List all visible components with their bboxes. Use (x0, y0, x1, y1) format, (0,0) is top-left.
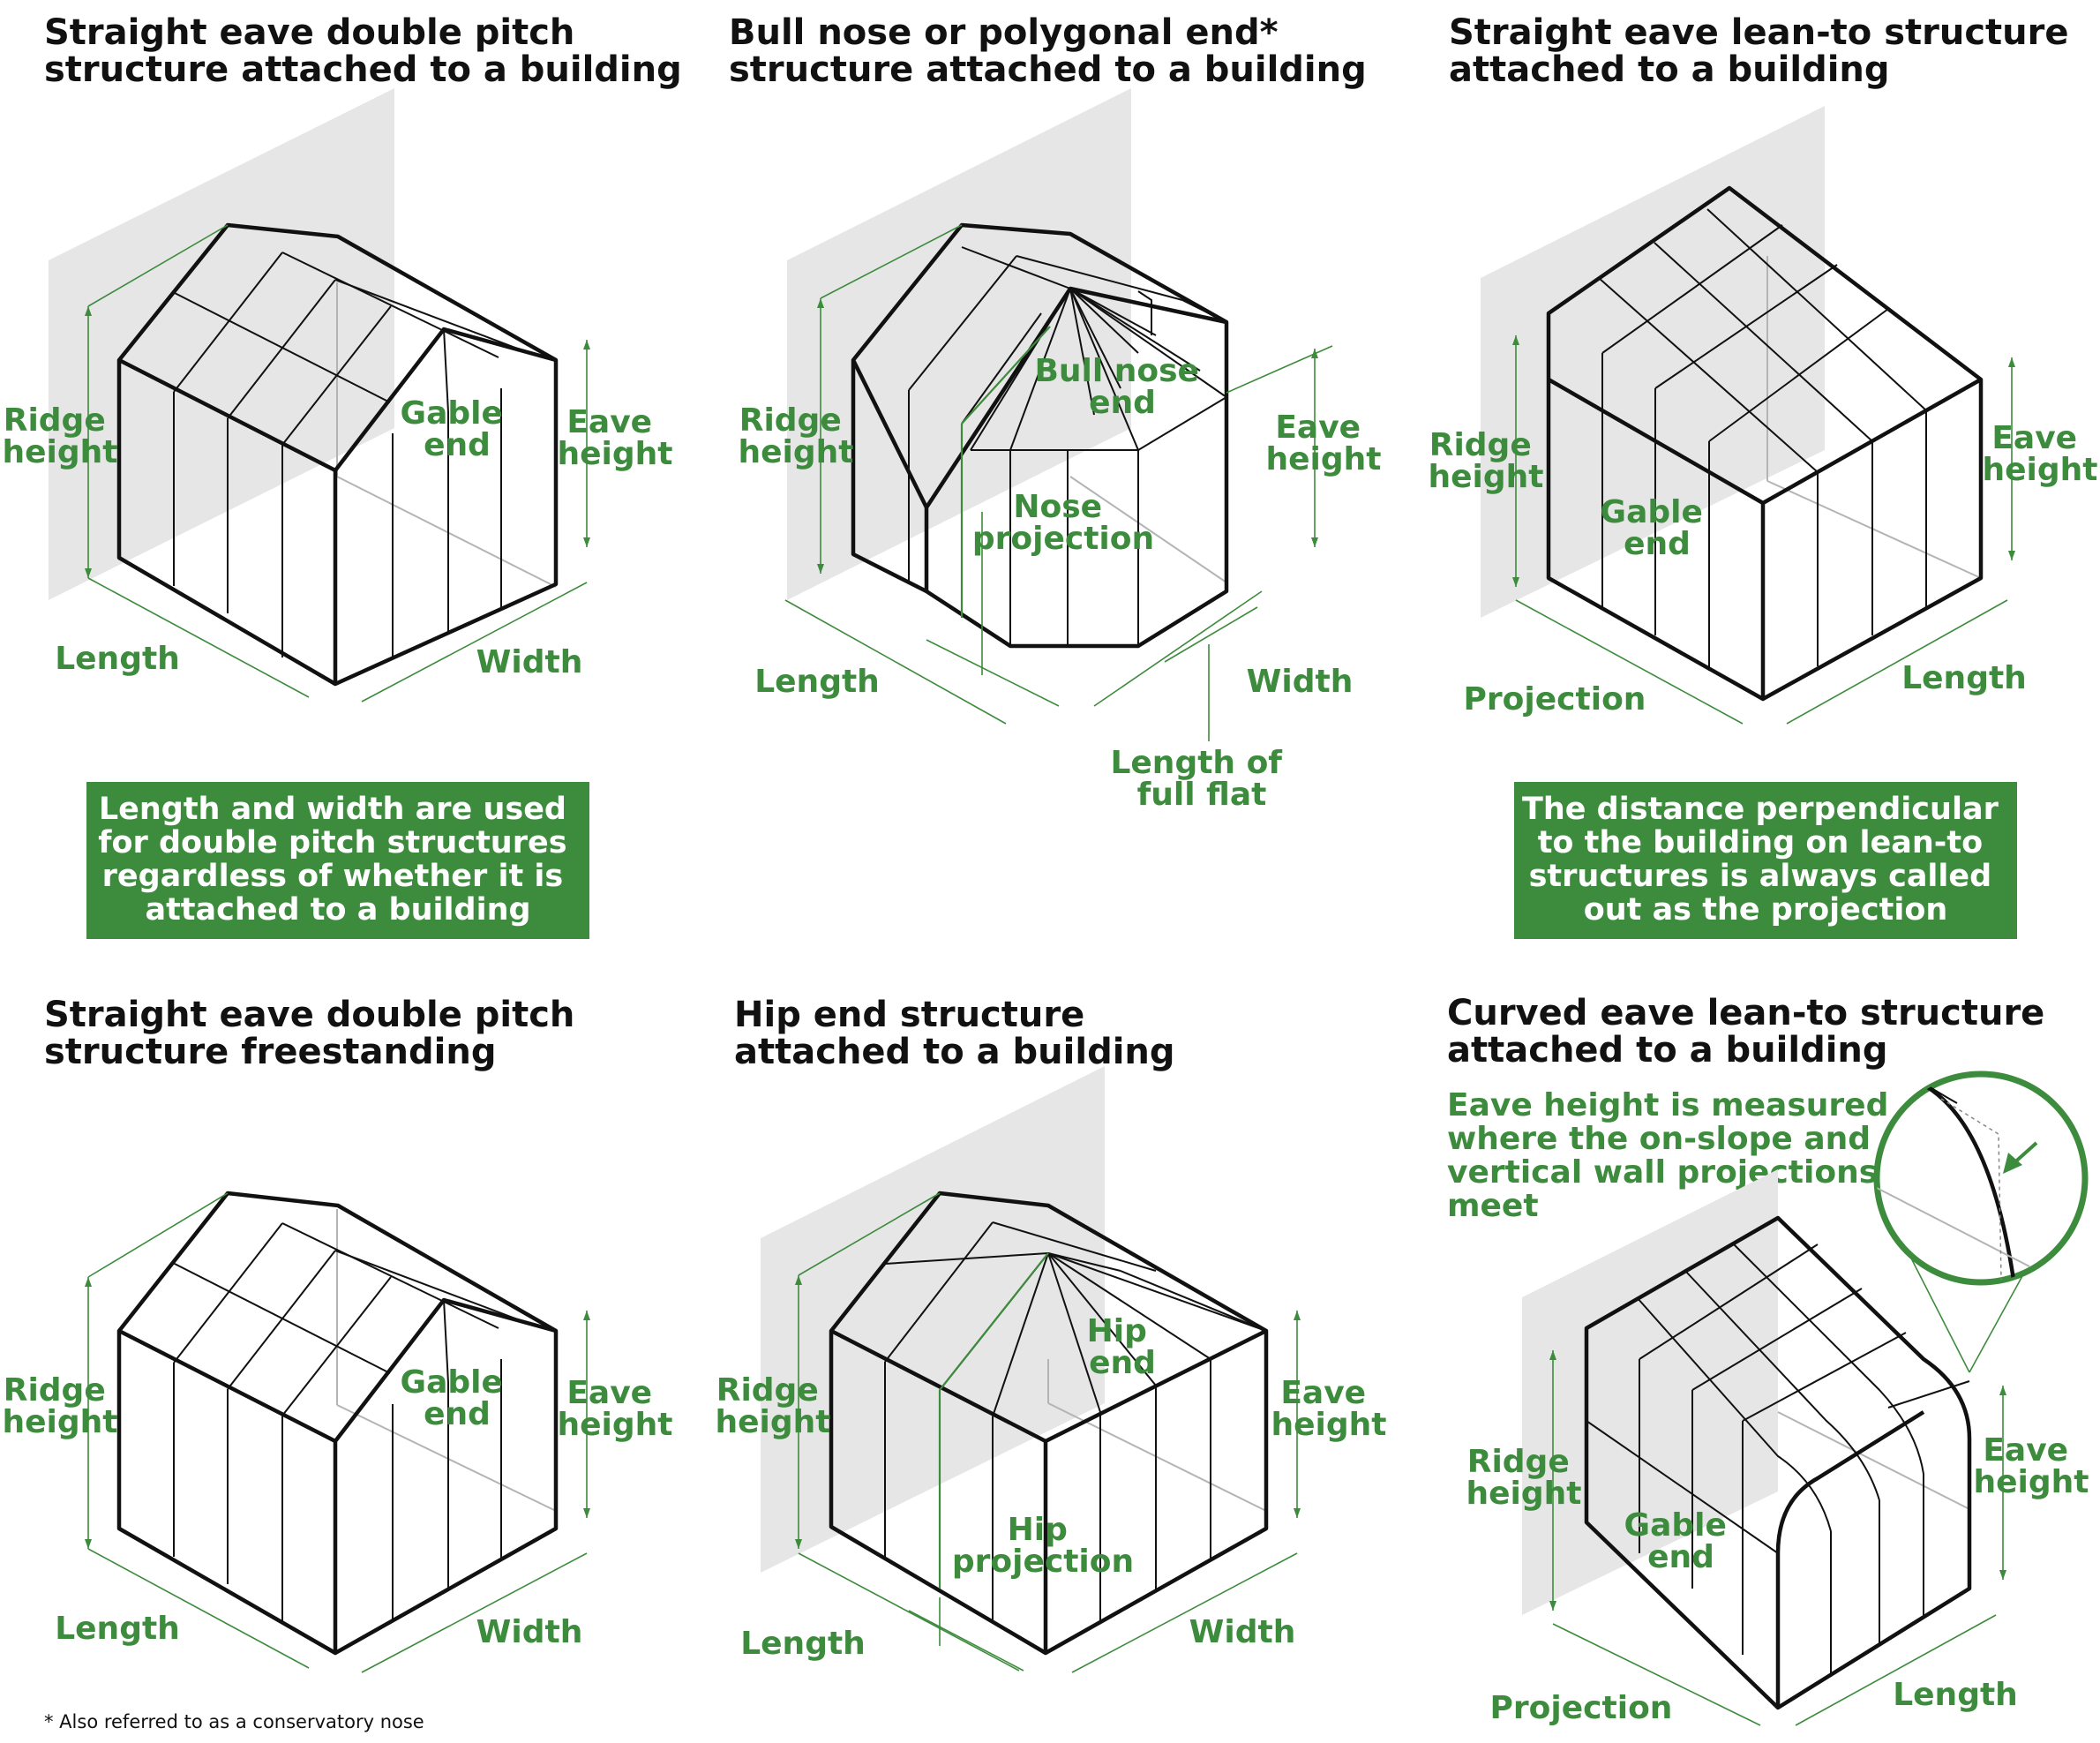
building-wall (49, 88, 394, 600)
greenhouse-frame (116, 1191, 559, 1656)
panel-title: Straight eave double pitch structure att… (44, 12, 682, 90)
ridge-height-label: Ridge height (1466, 1444, 1582, 1512)
eave-height-label: Eave height (1271, 1375, 1387, 1443)
dimension-arrowheads (85, 298, 2015, 1611)
gable-end-label: Gable end (1624, 1507, 1738, 1575)
hip-projection-label: Hip projection (952, 1512, 1134, 1580)
panel-title: Hip end structure attached to a building (734, 995, 1175, 1072)
dimension-lines (1552, 1230, 2048, 1726)
dimension-lines (87, 1192, 588, 1673)
ridge-height-label: Ridge height (739, 402, 854, 470)
eave-height-label: Eave height (558, 404, 673, 472)
gable-end-label: Gable end (401, 395, 514, 463)
width-label: Width (476, 644, 583, 680)
panel-double-pitch-attached: Straight eave double pitch structure att… (3, 12, 682, 939)
eave-height-label: Eave height (1266, 409, 1382, 477)
hip-end-label: Hip end (1087, 1313, 1159, 1381)
ridge-height-label: Ridge height (3, 1372, 118, 1440)
ridge-height-label: Ridge height (716, 1372, 831, 1440)
length-label: Length (1893, 1677, 2018, 1713)
ridge-height-label: Ridge height (1429, 427, 1544, 495)
eave-height-note: Eave height is measured where the on-slo… (1447, 1087, 1900, 1224)
greenhouse-frame (1584, 1215, 1972, 1710)
building-wall (787, 88, 1131, 600)
panel-double-pitch-freestanding: Straight eave double pitch structure fre… (3, 995, 673, 1732)
bull-nose-end-label: Bull nose end (1034, 353, 1210, 421)
nose-projection-label: Nose projection (972, 489, 1154, 557)
eave-height-label: Eave height (1974, 1432, 2089, 1500)
length-of-full-flat-label: Length of full flat (1110, 745, 1293, 813)
ghost-lines (1766, 256, 1982, 579)
width-label: Width (1189, 1614, 1296, 1650)
ghost-lines (1069, 476, 1227, 583)
ghost-lines (336, 282, 557, 588)
note-box-text: The distance perpendicular to the buildi… (1522, 792, 2009, 928)
eave-height-label: Eave height (1983, 420, 2098, 488)
dimension-lines (784, 224, 1333, 741)
panel-title: Straight eave lean-to structure attached… (1449, 12, 2081, 90)
dimension-lines (1515, 335, 2013, 725)
panel-lean-to-attached: Straight eave lean-to structure attached… (1429, 12, 2098, 939)
length-label: Length (55, 641, 180, 677)
dimension-lines (87, 224, 588, 702)
greenhouse-frame (829, 1191, 1269, 1656)
panel-curved-lean-to-attached: Curved eave lean-to structure attached t… (1447, 993, 2089, 1726)
width-label: Width (1247, 664, 1354, 700)
footnote: * Also referred to as a conservatory nos… (44, 1711, 424, 1732)
panel-hip-end-attached: Hip end structure attached to a building (716, 995, 1387, 1673)
magnifier-inset (1873, 1071, 2089, 1286)
note-box-text: Length and width are used for double pit… (98, 792, 578, 928)
greenhouse-frame (116, 222, 559, 687)
width-label: Width (476, 1614, 583, 1650)
length-label: Length (740, 1626, 866, 1662)
length-label: Length (754, 664, 880, 700)
ridge-height-label: Ridge height (3, 402, 118, 470)
panel-bull-nose-attached: Bull nose or polygonal end* structure at… (729, 12, 1382, 813)
panel-title: Curved eave lean-to structure attached t… (1447, 993, 2057, 1071)
dimension-lines (798, 1192, 1298, 1673)
ghost-lines (1777, 1411, 1970, 1510)
ghost-lines (336, 1209, 557, 1512)
greenhouse-frame (1546, 185, 1984, 702)
building-wall (761, 1066, 1105, 1573)
greenhouse-frame (851, 222, 1229, 649)
length-label: Length (1901, 660, 2027, 696)
projection-label: Projection (1490, 1690, 1673, 1726)
note-box (1514, 782, 2017, 939)
eave-height-label: Eave height (558, 1375, 673, 1443)
projection-label: Projection (1464, 681, 1646, 717)
note-box (86, 782, 589, 939)
gable-end-label: Gable end (401, 1364, 514, 1432)
length-label: Length (55, 1611, 180, 1647)
gable-end-label: Gable end (1601, 494, 1714, 562)
panel-title: Bull nose or polygonal end* structure at… (729, 12, 1367, 90)
panel-title: Straight eave double pitch structure fre… (44, 995, 587, 1072)
